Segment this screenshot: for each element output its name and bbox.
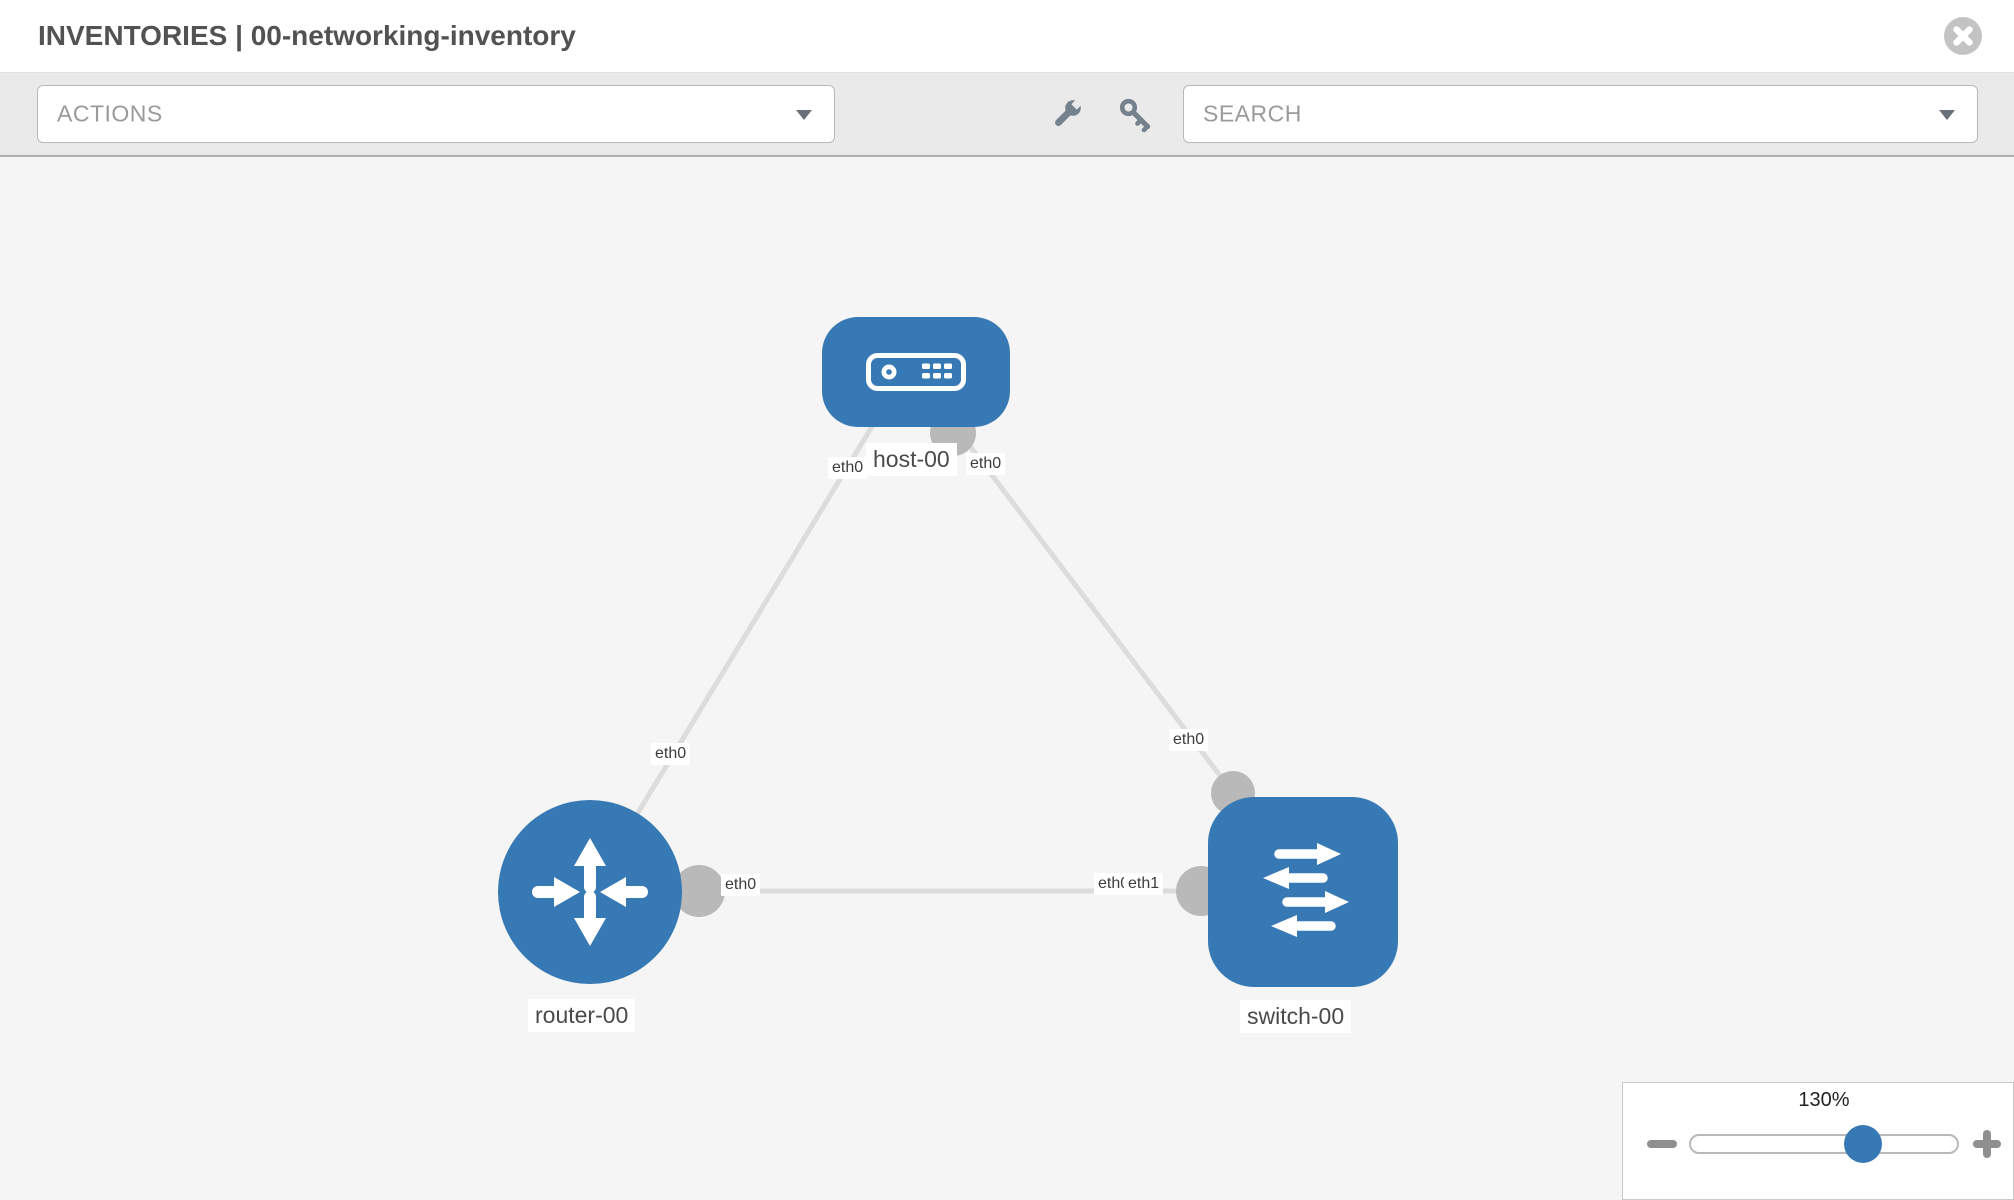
router-icon bbox=[532, 838, 648, 946]
key-icon bbox=[1119, 98, 1151, 133]
interface-label: eth0 bbox=[966, 453, 1006, 475]
close-icon bbox=[1953, 26, 1973, 46]
zoom-control-panel: 130% bbox=[1622, 1082, 2014, 1200]
interface-label: eth0 bbox=[651, 743, 691, 765]
close-button[interactable] bbox=[1944, 17, 1982, 55]
chevron-down-icon bbox=[1939, 110, 1955, 120]
actions-dropdown-label: ACTIONS bbox=[57, 100, 163, 127]
link-router-host bbox=[587, 398, 891, 894]
node-label-router-00: router-00 bbox=[528, 999, 636, 1032]
search-dropdown[interactable]: SEARCH bbox=[1183, 85, 1978, 143]
plus-icon bbox=[1983, 1130, 1991, 1158]
topology-canvas[interactable]: host-00 router-00 switch-00 eth0 eth0 et… bbox=[0, 157, 2014, 1200]
actions-dropdown[interactable]: ACTIONS bbox=[37, 85, 835, 143]
zoom-slider[interactable] bbox=[1689, 1125, 1959, 1163]
interface-dot[interactable] bbox=[673, 865, 725, 917]
interface-label: eth0 bbox=[828, 457, 868, 479]
chevron-down-icon bbox=[796, 110, 812, 120]
wrench-icon bbox=[1055, 97, 1084, 126]
switch-icon bbox=[1263, 843, 1349, 937]
host-icon bbox=[866, 353, 966, 391]
search-input: SEARCH bbox=[1203, 100, 1302, 127]
toolbar: ACTIONS SEARCH bbox=[0, 73, 2014, 157]
credentials-button[interactable] bbox=[1118, 97, 1152, 133]
zoom-level-readout: 130% bbox=[1798, 1089, 1850, 1111]
zoom-in-button[interactable] bbox=[1971, 1128, 2003, 1160]
interface-label: eth1 bbox=[1124, 873, 1164, 895]
page-title: INVENTORIES | 00-networking-inventory bbox=[38, 20, 576, 51]
header-bar: INVENTORIES | 00-networking-inventory bbox=[0, 0, 2014, 73]
interface-label: eth0 bbox=[721, 874, 761, 896]
interface-label: eth0 bbox=[1169, 729, 1209, 751]
node-label-switch-00: switch-00 bbox=[1240, 1000, 1352, 1033]
node-switch-00[interactable] bbox=[1208, 797, 1398, 987]
interface-label: eth0 bbox=[1094, 873, 1134, 895]
node-host-00[interactable] bbox=[822, 317, 1010, 427]
zoom-slider-thumb[interactable] bbox=[1844, 1125, 1882, 1163]
node-label-host-00: host-00 bbox=[866, 443, 957, 476]
node-router-00[interactable] bbox=[498, 800, 682, 984]
zoom-out-button[interactable] bbox=[1647, 1140, 1677, 1148]
topology-links-layer bbox=[587, 398, 1255, 917]
configure-button[interactable] bbox=[1050, 97, 1084, 133]
